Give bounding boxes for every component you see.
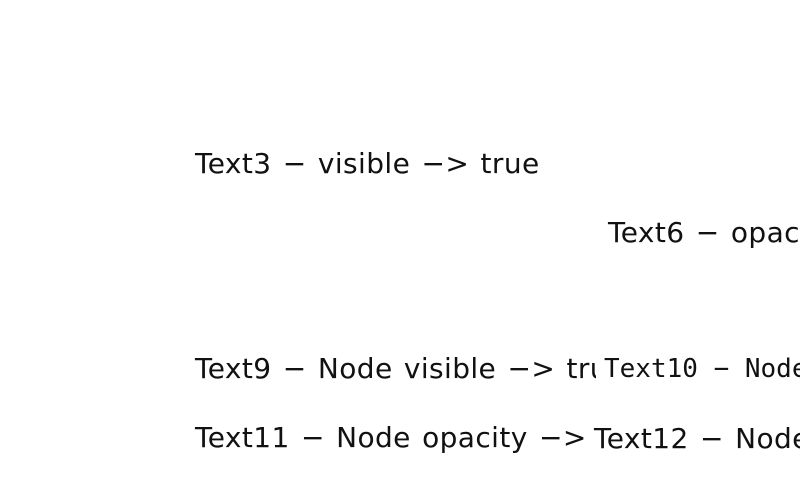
text12-label: Text12 − Node	[590, 421, 800, 457]
text6-label: Text6 − opac	[608, 216, 800, 249]
text10-label: Text10 − Node	[596, 352, 800, 386]
text3-label: Text3 − visible −> true	[195, 147, 540, 180]
text11-label: Text11 − Node opacity −> 0	[195, 421, 617, 454]
text9-label: Text9 − Node visible −> true	[195, 352, 626, 385]
